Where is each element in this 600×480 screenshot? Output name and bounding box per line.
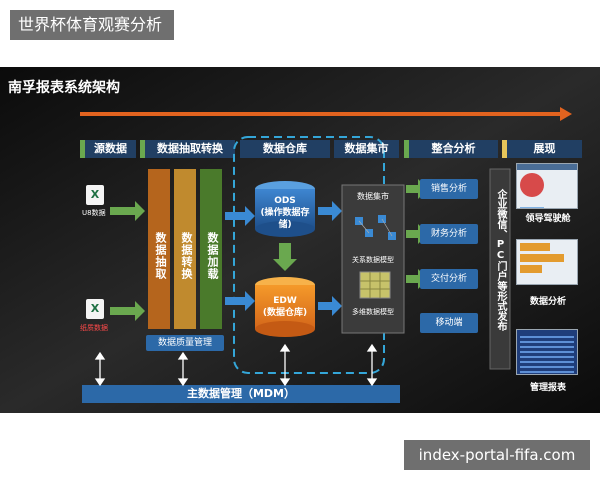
ods-to-mart-arrow (318, 201, 342, 221)
analysis-delivery: 交付分析 (420, 269, 478, 289)
etl-load-bar (200, 169, 222, 329)
mart-label: 数据集市 (357, 192, 389, 201)
edw-cylinder-bottom (255, 321, 315, 337)
display-label-cockpit: 领导驾驶舱 (525, 214, 571, 224)
stage-marker-2 (140, 140, 145, 158)
timeline-bar (80, 112, 560, 116)
etl-to-ods-arrow (225, 206, 255, 226)
diagram-shapes (0, 67, 600, 413)
thumb-bar-1 (520, 243, 550, 251)
mdm-label: 主数据管理（MDM） (186, 387, 296, 400)
excel-icon: X (86, 185, 104, 205)
etl-extract-label: 数据抽取 (154, 232, 167, 280)
source-label-paper: 纸质数据 (80, 324, 108, 332)
stage-marker-5 (404, 140, 409, 158)
stage-label-etl: 数据抽取转换 (157, 142, 223, 155)
multidim-cube (359, 271, 391, 299)
ods-to-edw-arrow (273, 243, 297, 271)
etl-transform-label: 数据转换 (180, 232, 193, 280)
data-quality-label: 数据质量管理 (146, 335, 224, 351)
multidim-model-label: 多维数据模型 (352, 308, 394, 316)
timeline-arrowhead (560, 107, 572, 121)
architecture-diagram: 南孚报表系统架构 源数据 数据抽取转换 数据仓库 数据集市 整合分析 展现 X … (0, 67, 600, 413)
edw-label: EDW (数据仓库) (262, 296, 308, 318)
stage-marker-6 (502, 140, 507, 158)
report-thumbnail (516, 329, 578, 375)
mdm-link-3-bottom (279, 378, 291, 387)
stage-label-analysis: 整合分析 (431, 142, 476, 155)
analysis-sales: 销售分析 (420, 179, 478, 199)
thumb-bar-2 (520, 254, 564, 262)
relational-model-label: 关系数据模型 (352, 256, 394, 264)
thumb-table (520, 333, 574, 373)
analysis-mobile: 移动端 (420, 313, 478, 333)
edw-to-mart-arrow (318, 296, 342, 316)
publish-label: 企业微信、PC门户等形式发布 (495, 189, 506, 331)
footer-domain-badge: index-portal-fifa.com (404, 440, 590, 470)
analysis-thumbnail (516, 239, 578, 285)
source-label-u8: U8数据 (82, 209, 106, 217)
mdm-link-3-top (279, 343, 291, 352)
stage-marker-1 (80, 140, 85, 158)
publish-box (489, 168, 511, 370)
thumb-chart (520, 207, 544, 208)
mart-link-2 (381, 218, 393, 237)
thumb-pie (520, 173, 544, 197)
mdm-link-2-top (177, 351, 189, 360)
thumb-bar-3 (520, 265, 542, 273)
diagram-title: 南孚报表系统架构 (8, 80, 120, 96)
mdm-link-4-bottom (366, 378, 378, 387)
stage-box-6 (502, 140, 582, 158)
page-header-badge: 世界杯体育观赛分析 (10, 10, 174, 40)
mdm-bar (82, 385, 400, 403)
data-mart-box (341, 184, 405, 334)
analysis-finance: 财务分析 (420, 224, 478, 244)
mdm-link-1-bottom (94, 378, 106, 387)
ods-label: ODS (操作数据存储) (260, 196, 310, 230)
stage-box-3 (240, 140, 330, 158)
mdm-link-arrows (94, 343, 378, 387)
stage-box-5 (404, 140, 498, 158)
etl-to-edw-arrow (225, 291, 255, 311)
display-label-analysis: 数据分析 (529, 297, 566, 307)
dashboard-thumbnail (516, 163, 578, 209)
stage-label-display: 展现 (533, 142, 556, 155)
mdm-link-2-bottom (177, 378, 189, 387)
mdm-link-1-top (94, 351, 106, 360)
source-arrow-1 (110, 201, 145, 221)
thumb-header (517, 164, 577, 170)
stage-box-1 (80, 140, 136, 158)
stage-box-2 (140, 140, 235, 158)
stage-label-mart: 数据集市 (344, 142, 389, 155)
etl-transform-bar (174, 169, 196, 329)
excel-icon: X (86, 299, 104, 319)
stage-label-source: 源数据 (94, 142, 127, 155)
stage-label-warehouse: 数据仓库 (263, 142, 307, 155)
mdm-link-4-top (366, 343, 378, 352)
display-label-reports: 管理报表 (529, 383, 566, 393)
etl-extract-bar (148, 169, 170, 329)
mart-link-1 (358, 220, 370, 234)
ods-cylinder-bottom (255, 221, 315, 237)
source-arrow-2 (110, 301, 145, 321)
etl-load-label: 数据加载 (206, 232, 219, 280)
